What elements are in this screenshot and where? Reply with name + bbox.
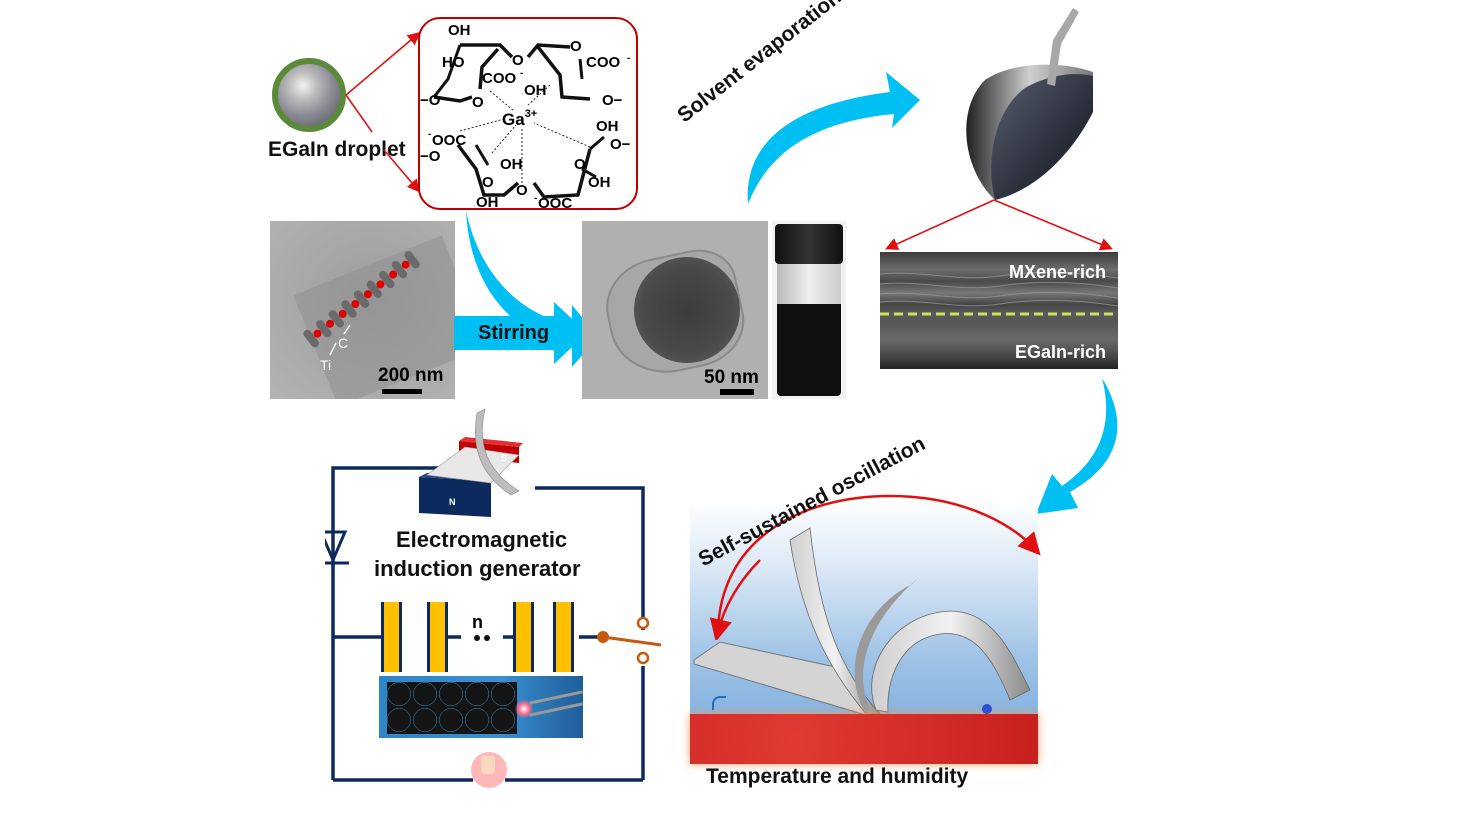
group-o-ring3: O bbox=[482, 174, 494, 191]
heated-humid-substrate bbox=[690, 714, 1038, 764]
group-oh-left-ring: OH bbox=[500, 156, 523, 173]
group-o-ring4: O bbox=[574, 156, 586, 173]
group-o-left-bot: −O bbox=[420, 148, 441, 165]
egain-core bbox=[634, 257, 740, 363]
ga-ion: Ga3+ bbox=[502, 108, 537, 129]
group-ooc-bottom-charge: - bbox=[534, 193, 537, 204]
group-o-right-top: O− bbox=[602, 92, 623, 109]
group-o-ring1: O bbox=[472, 94, 484, 111]
tem-image-core-shell: 50 nm bbox=[582, 221, 768, 399]
lit-led-glow bbox=[515, 700, 533, 718]
stirring-label: Stirring bbox=[478, 322, 550, 344]
scale-bar-50nm: 50 nm bbox=[704, 367, 759, 388]
group-coo-right-charge: - bbox=[627, 53, 630, 64]
alginate-ga-complex-frame: OH HO COO - OH COO - −O O− O O O Ga3+ - … bbox=[418, 17, 638, 212]
group-o-left-top: −O bbox=[420, 92, 441, 109]
switch-icon[interactable] bbox=[597, 616, 662, 665]
water-molecule-icon bbox=[982, 704, 992, 714]
diode-icon bbox=[325, 530, 349, 565]
group-ooc-left-charge: - bbox=[428, 129, 431, 140]
scale-bar-200nm: 200 nm bbox=[378, 365, 444, 386]
group-ooc-bottom: OOC bbox=[538, 195, 572, 208]
label-ti: Ti bbox=[320, 357, 332, 373]
capacitor-count-label: n bbox=[472, 612, 483, 632]
group-coo-mid-charge: - bbox=[520, 68, 523, 79]
alginate-structure: OH HO COO - OH COO - −O O− O O O Ga3+ - … bbox=[420, 22, 631, 212]
group-oh-top: OH bbox=[448, 22, 471, 39]
mxene-rich-label: MXene-rich bbox=[1008, 262, 1106, 282]
led-icon bbox=[471, 752, 507, 788]
egain-rich-label: EGaIn-rich bbox=[1014, 342, 1106, 362]
group-coo-right: COO bbox=[586, 54, 621, 71]
capacitor-bank bbox=[381, 602, 574, 672]
group-o-right-bot: O− bbox=[610, 136, 631, 153]
generator-title-line2: induction generator bbox=[374, 556, 581, 581]
capacitor-led-photo bbox=[379, 676, 583, 738]
sem-cross-section: MXene-rich EGaIn-rich bbox=[880, 252, 1118, 369]
group-ho-left: HO bbox=[442, 54, 465, 71]
generator-title-line1: Electromagnetic bbox=[396, 527, 568, 552]
group-oh-mid: OH bbox=[524, 82, 547, 99]
group-oh-bottom-left: OH bbox=[476, 194, 499, 208]
tem-image-mxene: C Ti 200 nm bbox=[270, 221, 455, 399]
film-photo bbox=[966, 8, 1093, 201]
mxene-lattice-overlay bbox=[303, 251, 422, 394]
film-to-sem-arrows bbox=[885, 199, 1113, 251]
magnet-assembly: S N bbox=[419, 408, 523, 517]
group-o-ring2: O bbox=[570, 38, 582, 55]
actuator-films bbox=[693, 527, 1031, 719]
solvent-evaporation-arrow bbox=[747, 72, 920, 204]
magnet-s-label: S bbox=[501, 453, 507, 463]
evaporation-arrow-icon bbox=[712, 696, 726, 710]
oscillation-arc bbox=[709, 494, 1041, 640]
vial-cap bbox=[775, 224, 843, 264]
group-oh-right-bot: OH bbox=[588, 174, 611, 191]
egain-droplet bbox=[272, 58, 346, 132]
group-o-bridge-top: O bbox=[512, 52, 524, 69]
droplet-connector-arrows bbox=[345, 31, 421, 193]
stirring-arrow bbox=[454, 302, 587, 364]
vial-dispersion bbox=[777, 304, 841, 396]
temperature-humidity-label: Temperature and humidity bbox=[706, 765, 969, 788]
group-oh-right-top: OH bbox=[596, 118, 619, 135]
oscillation-scene bbox=[690, 500, 1038, 764]
generator-circuit bbox=[325, 466, 662, 788]
group-o-bridge-bot: O bbox=[516, 182, 528, 199]
group-ooc-left: OOC bbox=[432, 132, 466, 149]
droplet-label: EGaIn droplet bbox=[268, 138, 406, 161]
vial-photo bbox=[772, 221, 846, 399]
sem-to-oscillation-arrow bbox=[1036, 378, 1118, 514]
magnet-n-label: N bbox=[449, 497, 456, 507]
sem-layer-lines bbox=[880, 271, 1118, 316]
label-c: C bbox=[338, 335, 349, 351]
group-coo-mid: COO bbox=[482, 70, 517, 87]
